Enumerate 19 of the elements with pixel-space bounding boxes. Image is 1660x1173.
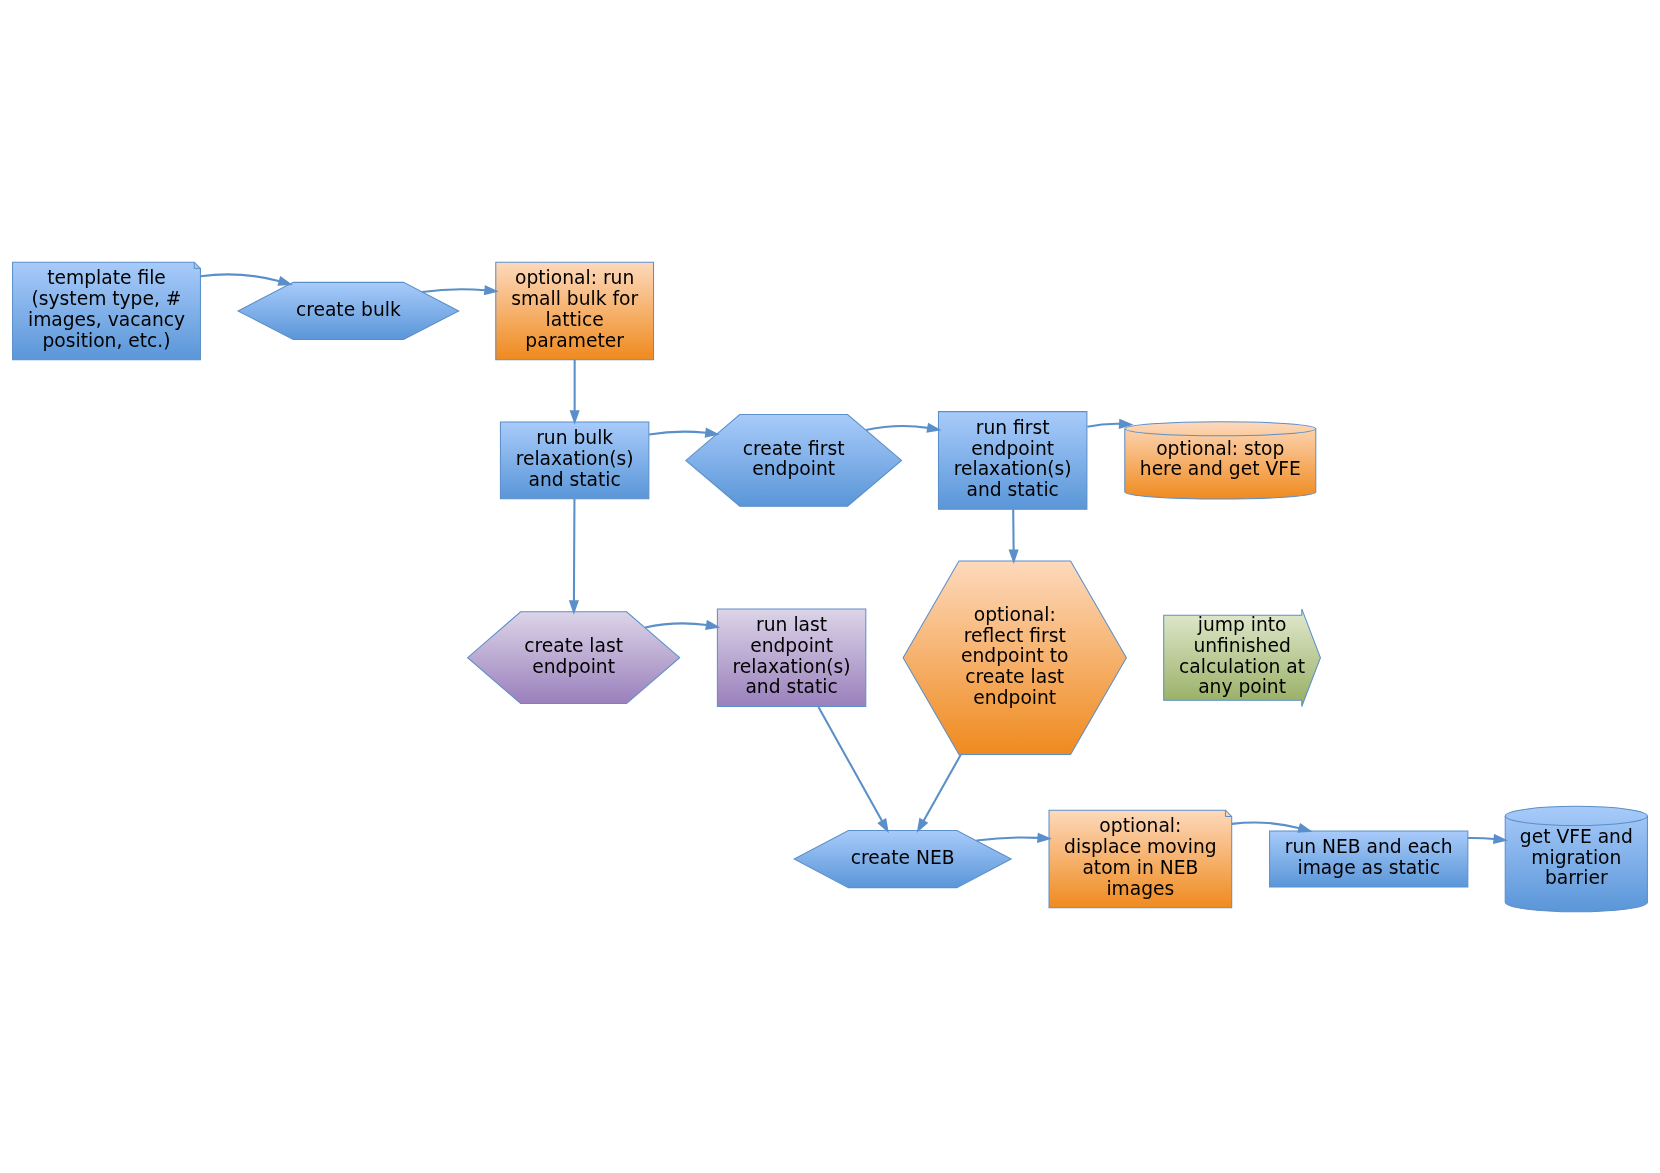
arrow <box>644 619 721 630</box>
arrow <box>568 498 579 615</box>
arrow <box>1231 820 1313 833</box>
arrow <box>976 832 1052 843</box>
arrow <box>916 753 962 833</box>
arrow <box>817 706 889 833</box>
arrow <box>648 427 720 438</box>
node-box: run NEB and each image as static <box>1269 830 1469 888</box>
node-box: optional: run small bulk for lattice parameter <box>495 261 655 360</box>
arrow <box>422 284 499 295</box>
arrow <box>569 359 580 425</box>
node-box: run last endpoint relaxation(s) and static <box>716 607 867 707</box>
node-box: run first endpoint relaxation(s) and static <box>937 410 1088 510</box>
arrow <box>865 422 942 433</box>
node-box: run bulk relaxation(s) and static <box>499 421 650 499</box>
arrow <box>1008 508 1019 564</box>
arrow <box>1087 418 1134 429</box>
arrow <box>1468 833 1508 844</box>
arrow <box>200 272 293 286</box>
